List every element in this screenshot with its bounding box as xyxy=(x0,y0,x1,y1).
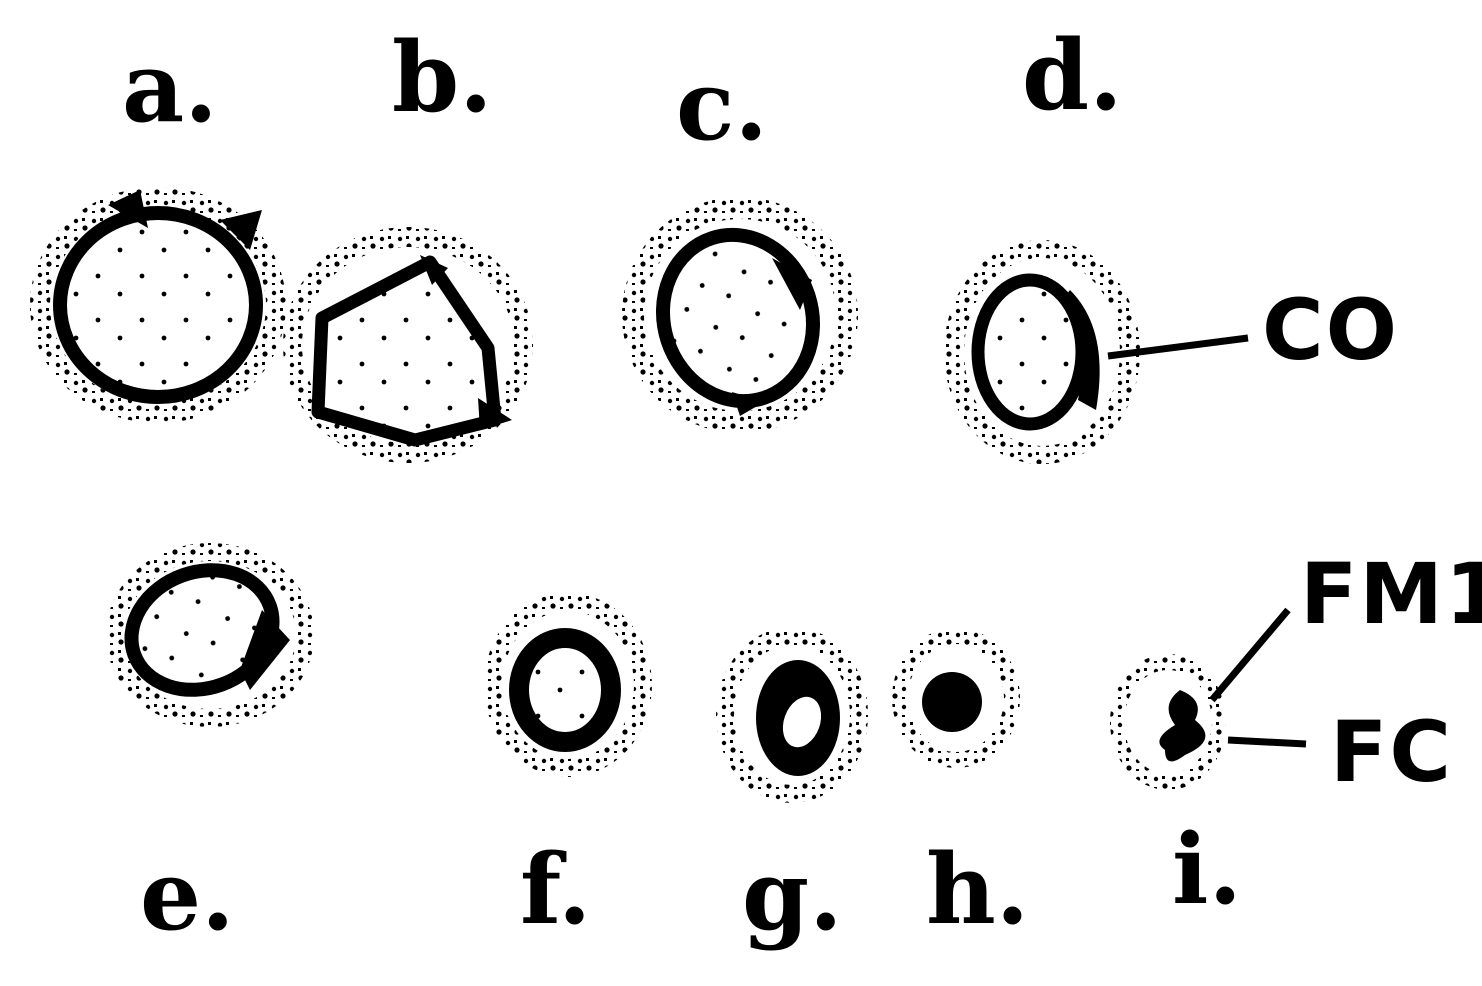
cell-b xyxy=(283,227,533,463)
cell-d xyxy=(944,240,1248,464)
panel-label-c: c. xyxy=(676,58,768,154)
cell-c xyxy=(622,197,858,433)
panel-label-d: d. xyxy=(1022,28,1123,124)
cell-e xyxy=(106,543,314,727)
cell-a xyxy=(30,187,286,423)
cell-f xyxy=(484,593,652,777)
panel-label-i: i. xyxy=(1172,822,1242,918)
cell-h xyxy=(892,628,1020,768)
panel-label-a: a. xyxy=(122,40,218,136)
panel-label-b: b. xyxy=(392,30,493,126)
panel-label-e: e. xyxy=(140,848,235,944)
panel-label-f: f. xyxy=(520,842,591,938)
panel-label-g: g. xyxy=(742,848,843,944)
cell-i xyxy=(1110,610,1306,790)
panel-label-h: h. xyxy=(926,842,1029,938)
cell-g xyxy=(716,627,868,803)
callout-fc: FC xyxy=(1330,710,1453,794)
callout-fm1: FM1 xyxy=(1300,552,1482,636)
callout-co: CO xyxy=(1262,288,1399,372)
